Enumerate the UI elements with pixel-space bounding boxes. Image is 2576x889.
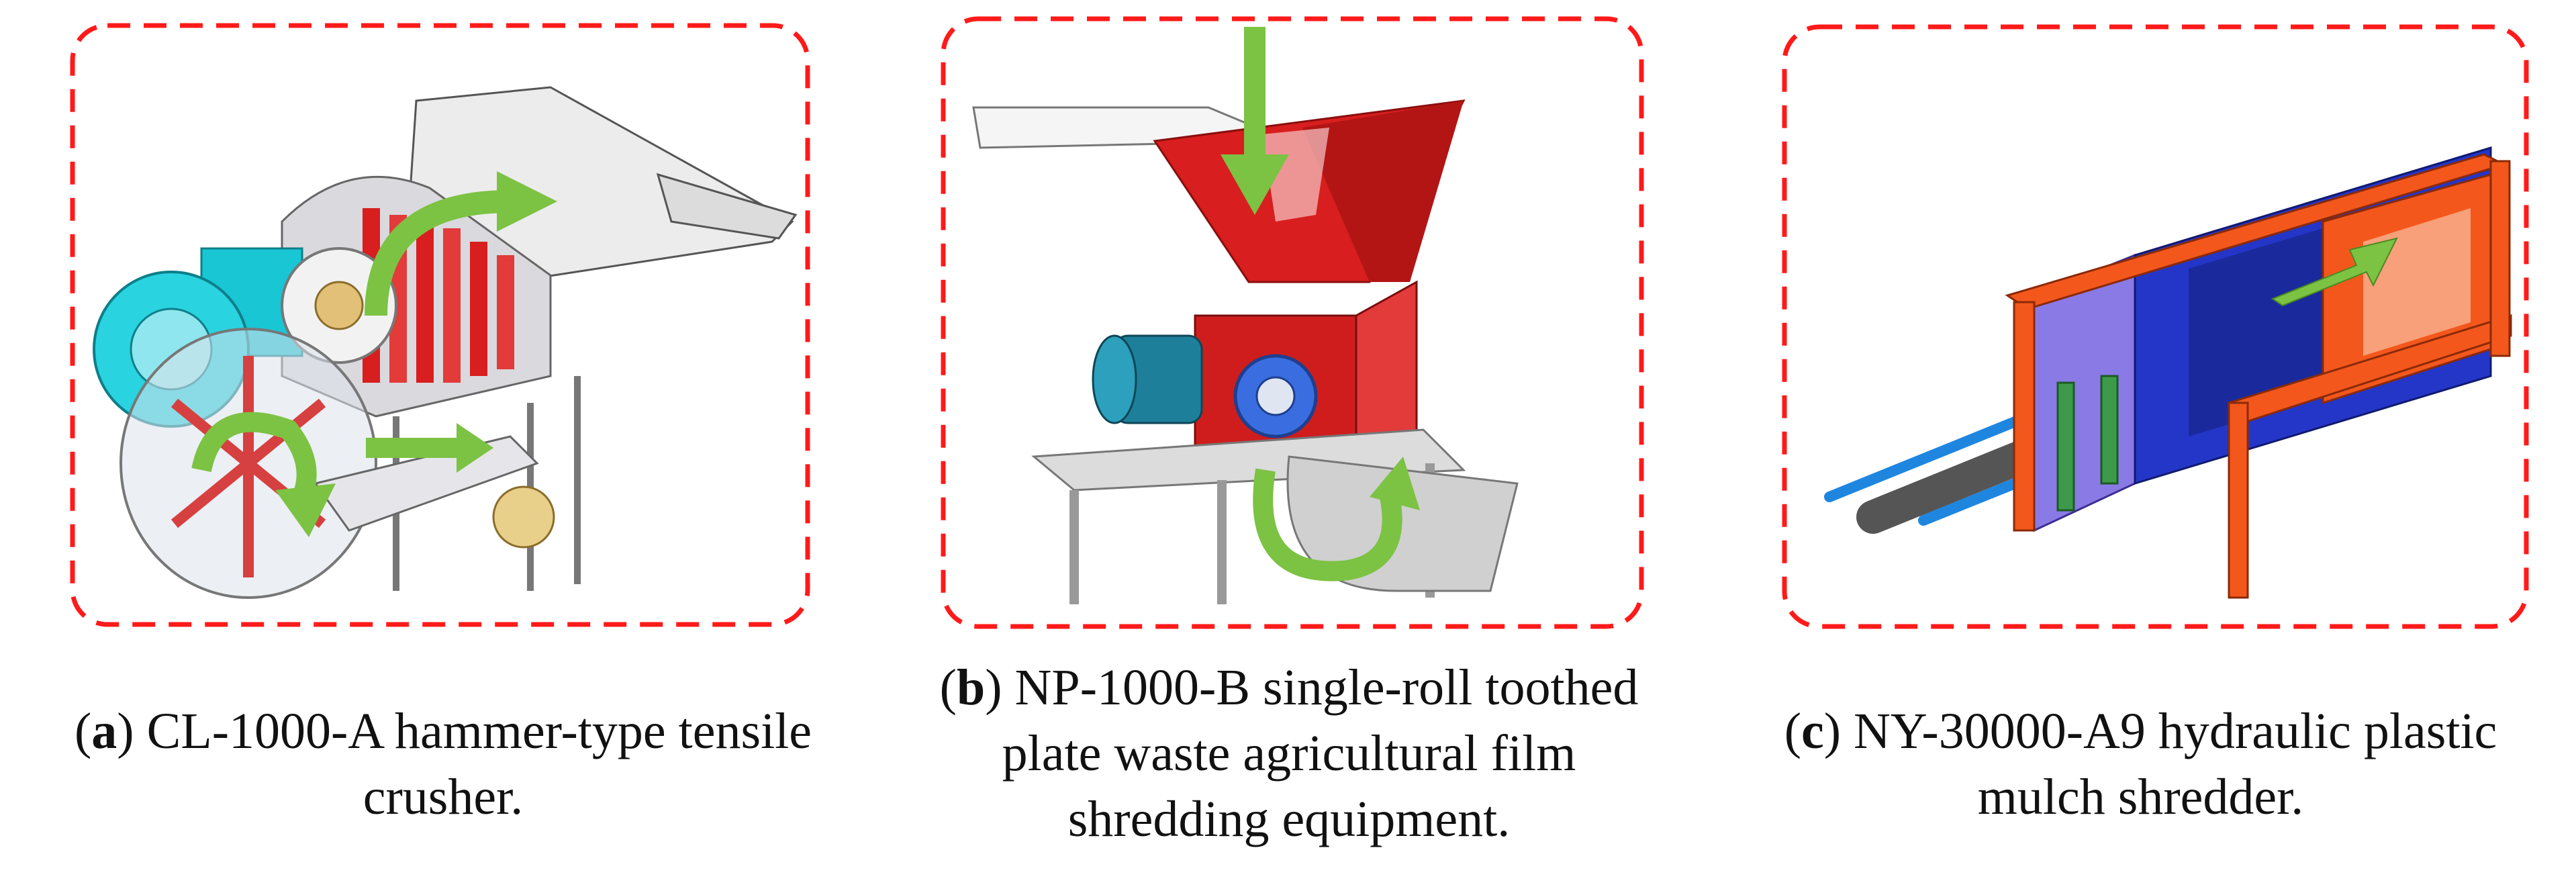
caption-b-line-2: plate waste agricultural film <box>1002 725 1576 782</box>
teal-motor <box>1092 334 1203 424</box>
caption-b-line-3: shredding equipment. <box>1067 791 1511 847</box>
caption-a-line-1: (a) CL-1000-A hammer-type tensile <box>0 698 886 764</box>
caption-c-open-paren: ( <box>1784 703 1801 759</box>
feed-arrow-head <box>1221 154 1289 215</box>
discharge-arrow-shaft <box>366 438 460 458</box>
output-arrow <box>1253 468 1402 581</box>
caption-c-line-2: mulch shredder. <box>1977 769 2304 825</box>
pulley-hub <box>314 281 364 330</box>
toothed-plate-shredder-illustration <box>972 27 1519 604</box>
caption-b-letter: b <box>956 659 986 716</box>
caption-b-text-1: NP-1000-B single-roll toothed <box>1002 659 1639 716</box>
crusher-feed-chute <box>656 173 798 240</box>
caption-a: (a) CL-1000-A hammer-type tensile crushe… <box>0 698 886 830</box>
feed-arrow-shaft <box>1244 27 1266 161</box>
caption-c-text-1: NY-30000-A9 hydraulic plastic <box>1841 703 2497 759</box>
panel-a: (a) CL-1000-A hammer-type tensile crushe… <box>0 0 859 889</box>
caption-b-line-1: (b) NP-1000-B single-roll toothed <box>873 655 1705 720</box>
orange-frame-beams <box>2005 153 2512 599</box>
green-post-left <box>2056 381 2075 512</box>
rotation-arrow-lower <box>191 412 317 501</box>
caption-c-line-1: (c) NY-30000-A9 hydraulic plastic <box>1712 698 2569 764</box>
rotation-arrow-upper-head <box>497 171 557 232</box>
panel-a-dashed-frame <box>70 23 810 627</box>
rotation-arrow-upper <box>365 190 511 316</box>
compression-arrow <box>2271 237 2398 307</box>
green-post-right <box>2100 375 2119 485</box>
caption-c: (c) NY-30000-A9 hydraulic plastic mulch … <box>1712 698 2569 830</box>
caption-b-open-paren: ( <box>939 659 957 716</box>
roller-hub <box>1255 376 1296 416</box>
hammer-crusher-illustration <box>93 86 798 599</box>
panel-c: (c) NY-30000-A9 hydraulic plastic mulch … <box>1719 0 2576 889</box>
caption-c-letter: c <box>1801 703 1824 759</box>
discharge-arrow-head <box>457 423 493 473</box>
caption-a-text-1: CL-1000-A hammer-type tensile <box>134 703 812 759</box>
caption-a-open-paren: ( <box>74 703 92 759</box>
hopper-window <box>1262 128 1329 222</box>
lower-pulley <box>492 485 555 549</box>
caption-c-close-paren: ) <box>1823 703 1842 759</box>
panel-b-dashed-frame <box>941 16 1644 629</box>
caption-a-line-2: crusher. <box>363 769 524 825</box>
rotation-arrow-lower-head <box>275 483 336 537</box>
caption-b: (b) NP-1000-B single-roll toothed plate … <box>873 655 1705 852</box>
panel-c-dashed-frame <box>1782 24 2529 629</box>
caption-b-close-paren: ) <box>985 659 1002 716</box>
caption-a-letter: a <box>91 703 117 759</box>
panel-b: (b) NP-1000-B single-roll toothed plate … <box>873 0 1705 889</box>
caption-a-close-paren: ) <box>117 703 134 759</box>
output-arrow-head <box>1370 457 1420 510</box>
hydraulic-shredder-illustration <box>1824 146 2512 599</box>
red-hopper-side <box>1302 101 1464 282</box>
